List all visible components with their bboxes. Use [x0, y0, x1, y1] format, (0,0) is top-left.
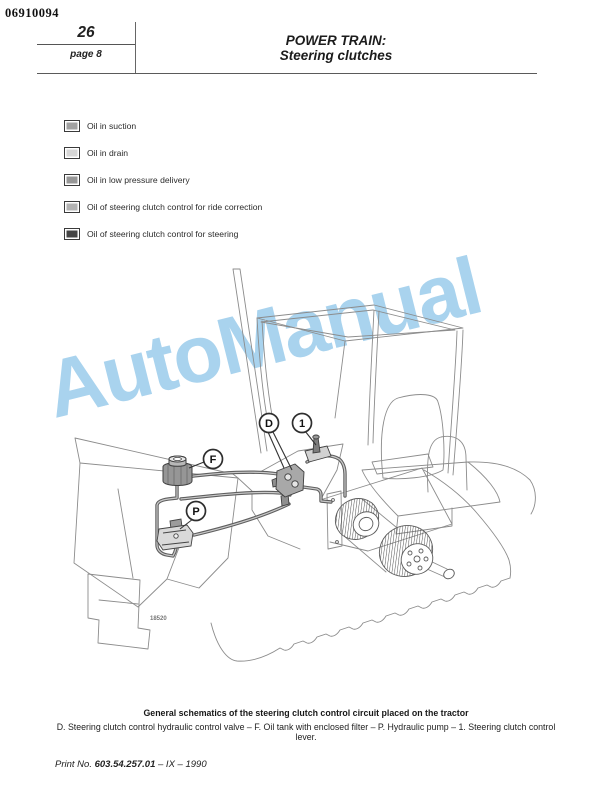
legend-swatch: [64, 228, 80, 240]
hydraulic-pump: [156, 518, 194, 551]
legend-swatch: [64, 120, 80, 132]
caption-text: D. Steering clutch control hydraulic con…: [50, 722, 562, 743]
legend-item: Oil of steering clutch control for steer…: [64, 228, 238, 240]
callout-F: F: [202, 448, 224, 470]
tractor-outline: [73, 268, 536, 662]
header-vertical-divider: [135, 22, 136, 74]
legend-label: Oil of steering clutch control for ride …: [87, 202, 263, 212]
control-valve: [271, 463, 305, 507]
legend-swatch: [64, 201, 80, 213]
legend-item: Oil in suction: [64, 120, 136, 132]
steering-clutch-drums: [331, 498, 455, 580]
legend-item: Oil in drain: [64, 147, 128, 159]
header-rule: [37, 73, 537, 74]
page-number-block: 26 page 8: [37, 24, 135, 60]
oil-filter: [162, 455, 193, 486]
svg-text:D: D: [265, 418, 273, 430]
print-ref-prefix: Print No.: [55, 759, 95, 770]
legend-swatch: [64, 147, 80, 159]
caption-title: General schematics of the steering clutc…: [143, 708, 469, 718]
chapter-title: POWER TRAIN: Steering clutches: [135, 33, 537, 63]
chapter-title-line2: Steering clutches: [279, 48, 393, 63]
legend-item: Oil in low pressure delivery: [64, 174, 190, 186]
page-label: page 8: [70, 49, 102, 60]
control-lever: [304, 434, 332, 463]
callout-1: 1: [291, 412, 313, 434]
legend-label: Oil in suction: [87, 121, 137, 131]
print-ref-number: 603.54.257.01: [94, 759, 156, 770]
document-number: 06910094: [5, 6, 59, 20]
svg-text:P: P: [192, 506, 199, 518]
page-number-divider: [37, 44, 135, 45]
caption-line1: D. Steering clutch control hydraulic con…: [56, 721, 556, 732]
figure-number: 18520: [150, 616, 167, 622]
chapter-title-line1: POWER TRAIN:: [285, 33, 387, 48]
legend-swatch: [64, 174, 80, 186]
legend-label: Oil in drain: [87, 148, 129, 158]
caption-line2: lever.: [295, 732, 317, 742]
svg-text:F: F: [210, 454, 217, 466]
callout-D: D: [258, 412, 280, 434]
callout-leaders: [179, 430, 317, 530]
page-number: 26: [77, 24, 95, 41]
print-reference: Print No. 603.54.257.01 – IX – 1990: [55, 759, 207, 770]
callout-P: P: [185, 500, 207, 522]
figure-caption: General schematics of the steering clutc…: [50, 708, 562, 743]
legend-label: Oil in low pressure delivery: [87, 175, 190, 185]
legend-label: Oil of steering clutch control for steer…: [87, 229, 239, 239]
svg-text:1: 1: [299, 418, 305, 430]
legend-item: Oil of steering clutch control for ride …: [64, 201, 262, 213]
print-ref-suffix: – IX – 1990: [155, 759, 207, 770]
